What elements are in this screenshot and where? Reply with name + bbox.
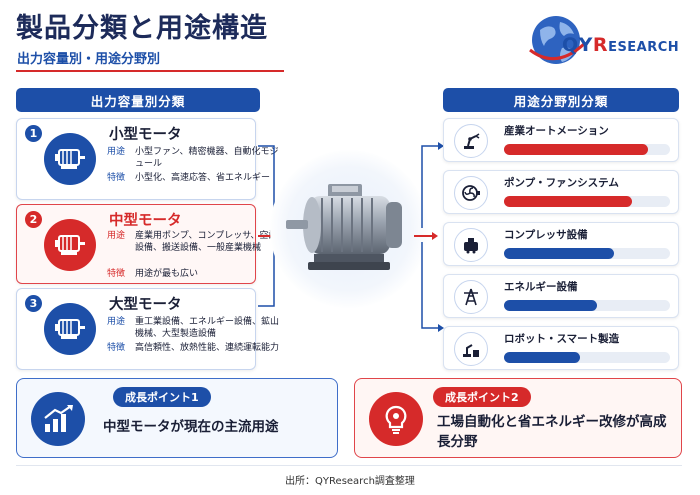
card-name: 小型モータ — [109, 127, 182, 143]
app-bar-track — [504, 352, 670, 363]
qyresearch-logo — [526, 8, 691, 78]
use-value: 産業用ポンプ、コンプレッサ、空調設備、搬送設備、一般産業機械 — [135, 231, 278, 253]
app-bar-track — [504, 196, 670, 207]
app-bar-track — [504, 300, 670, 311]
growth-chart-icon — [31, 392, 85, 446]
fan-pump-icon — [454, 176, 488, 210]
lightbulb-icon — [369, 392, 423, 446]
feature-value: 用途が最も広い — [135, 269, 199, 279]
use-key: 用途 — [107, 147, 126, 157]
subtitle-underline — [16, 70, 284, 72]
power-tower-icon — [454, 280, 488, 314]
capacity-section-header: 出力容量別分類 — [16, 88, 260, 112]
size-card-large: 3 大型モータ 用途重工業設備、エネルギー設備、鉱山機械、大型製造設備 特徴高信… — [16, 288, 279, 370]
compressor-icon — [454, 228, 488, 262]
source-note: 出所：QYResearch調査整理 — [285, 476, 415, 487]
app-bar-fill — [504, 144, 649, 155]
right-connectors — [414, 142, 444, 332]
app-bar-track — [504, 144, 670, 155]
use-key: 用途 — [107, 317, 126, 327]
logo-wordmark: QYRESEARCH — [562, 34, 679, 56]
app-card-automation: 産業オートメーション — [443, 118, 679, 162]
page-subtitle: 出力容量別・用途分野別 — [17, 52, 161, 67]
feature-row: 特徴高信頼性、放熱性能、連続運転能力 — [107, 342, 281, 354]
app-label: ポンプ・ファンシステム — [504, 177, 619, 189]
motor-icon — [44, 303, 96, 355]
use-row: 用途産業用ポンプ、コンプレッサ、空調設備、搬送設備、一般産業機械 — [107, 230, 281, 254]
growth-point-1: 成長ポイント1 中型モータが現在の主流用途 — [16, 378, 338, 458]
size-card-medium: 2 中型モータ 用途産業用ポンプ、コンプレッサ、空調設備、搬送設備、一般産業機械… — [16, 204, 277, 284]
feature-key: 特徴 — [107, 173, 126, 183]
application-section-header: 用途分野別分類 — [443, 88, 679, 112]
feature-row: 特徴用途が最も広い — [107, 268, 281, 280]
logo-research: ESEARCH — [608, 40, 680, 55]
electric-motor-image — [286, 184, 402, 270]
robot-arm-icon — [454, 124, 488, 158]
feature-value: 小型化、高速応答、省エネルギー — [135, 173, 271, 183]
use-value: 重工業設備、エネルギー設備、鉱山機械、大型製造設備 — [135, 317, 280, 339]
feature-row: 特徴小型化、高速応答、省エネルギー — [107, 172, 281, 184]
app-bar-fill — [504, 352, 581, 363]
smart-robot-icon — [454, 332, 488, 366]
page-title: 製品分類と用途構造 — [16, 13, 268, 44]
app-label: エネルギー設備 — [504, 281, 578, 293]
feature-key: 特徴 — [107, 269, 126, 279]
app-card-compressor: コンプレッサ設備 — [443, 222, 679, 266]
size-card-small: 1 小型モータ 用途小型ファン、精密機器、自動化モジュール 特徴小型化、高速応答… — [16, 118, 278, 200]
card-number: 2 — [25, 211, 42, 228]
feature-key: 特徴 — [107, 343, 126, 353]
card-name: 中型モータ — [109, 213, 182, 229]
motor-icon — [44, 219, 96, 271]
use-value: 小型ファン、精密機器、自動化モジュール — [135, 147, 279, 169]
logo-qy: QY — [562, 34, 593, 56]
app-bar-track — [504, 248, 670, 259]
app-card-energy: エネルギー設備 — [443, 274, 679, 318]
growth-point-label: 成長ポイント1 — [113, 387, 211, 407]
growth-point-text: 工場自動化と省エネルギー改修が高成長分野 — [437, 414, 667, 450]
app-bar-fill — [504, 196, 632, 207]
app-label: ロボット・スマート製造 — [504, 333, 620, 345]
card-number: 3 — [25, 295, 42, 312]
app-card-robotics: ロボット・スマート製造 — [443, 326, 679, 370]
use-row: 用途小型ファン、精密機器、自動化モジュール — [107, 146, 281, 170]
app-label: 産業オートメーション — [504, 125, 609, 137]
card-number: 1 — [25, 125, 42, 142]
motor-icon — [44, 133, 96, 185]
app-card-pump-fan: ポンプ・ファンシステム — [443, 170, 679, 214]
app-bar-fill — [504, 248, 614, 259]
app-label: コンプレッサ設備 — [504, 229, 588, 241]
growth-point-text: 中型モータが現在の主流用途 — [103, 419, 279, 435]
app-bar-fill — [504, 300, 597, 311]
footer-divider — [16, 465, 682, 466]
growth-point-label: 成長ポイント2 — [433, 387, 531, 407]
feature-value: 高信頼性、放熱性能、連続運転能力 — [135, 343, 280, 353]
use-row: 用途重工業設備、エネルギー設備、鉱山機械、大型製造設備 — [107, 316, 281, 340]
globe-icon — [529, 16, 586, 64]
growth-point-2: 成長ポイント2 工場自動化と省エネルギー改修が高成長分野 — [354, 378, 682, 458]
use-key: 用途 — [107, 231, 126, 241]
logo-r: R — [592, 34, 609, 56]
card-name: 大型モータ — [109, 297, 182, 313]
